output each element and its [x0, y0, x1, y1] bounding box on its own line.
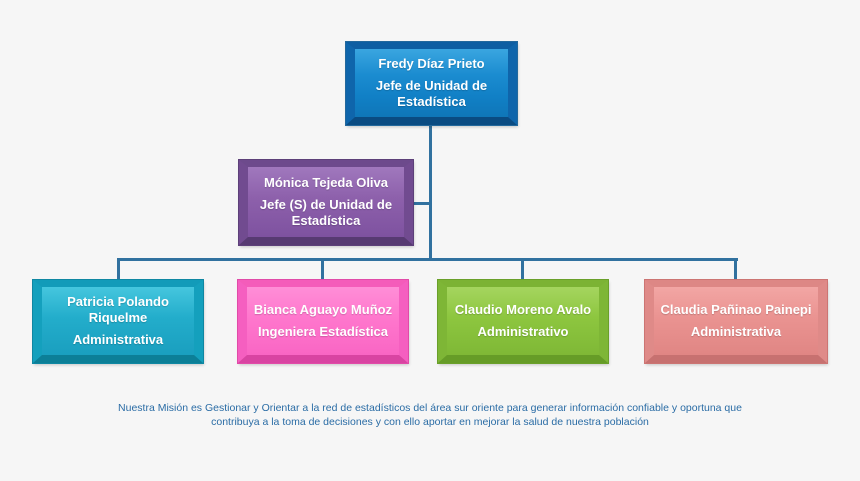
- node-person-title: Administrativo: [477, 324, 569, 339]
- org-node-administrativa-1: Patricia Polando Riquelme Administrativa: [33, 280, 203, 363]
- org-node-jefe-subrogante: Mónica Tejeda Oliva Jefe (S) de Unidad d…: [239, 160, 413, 245]
- node-person-title: Jefe (S) de Unidad de Estadística: [259, 197, 393, 228]
- node-person-name: Claudio Moreno Avalo: [454, 302, 592, 317]
- connector-drop-staff3: [521, 258, 524, 280]
- mission-statement: Nuestra Misión es Gestionar y Orientar a…: [118, 402, 742, 428]
- node-person-name: Claudia Pañinao Painepi: [660, 302, 812, 317]
- connector-drop-staff1: [117, 258, 120, 280]
- node-person-name: Patricia Polando Riquelme: [67, 294, 169, 325]
- connector-deputy-stub: [412, 202, 432, 205]
- org-node-administrativo: Claudio Moreno Avalo Administrativo: [438, 280, 608, 363]
- node-person-name: Mónica Tejeda Oliva: [263, 175, 389, 190]
- connector-row-horizontal: [117, 258, 738, 261]
- node-person-name: Fredy Díaz Prieto: [378, 56, 485, 71]
- connector-drop-staff4: [734, 258, 737, 280]
- node-person-title: Administrativa: [72, 332, 164, 347]
- connector-drop-staff2: [321, 258, 324, 280]
- node-person-title: Jefe de Unidad de Estadística: [375, 78, 488, 109]
- connector-top-vertical: [429, 125, 432, 261]
- org-node-jefe-unidad: Fredy Díaz Prieto Jefe de Unidad de Esta…: [346, 42, 517, 125]
- org-node-administrativa-2: Claudia Pañinao Painepi Administrativa: [645, 280, 827, 363]
- node-person-title: Ingeniera Estadística: [257, 324, 389, 339]
- org-node-ingeniera-estadistica: Bianca Aguayo Muñoz Ingeniera Estadístic…: [238, 280, 408, 363]
- node-person-title: Administrativa: [690, 324, 782, 339]
- node-person-name: Bianca Aguayo Muñoz: [253, 302, 393, 317]
